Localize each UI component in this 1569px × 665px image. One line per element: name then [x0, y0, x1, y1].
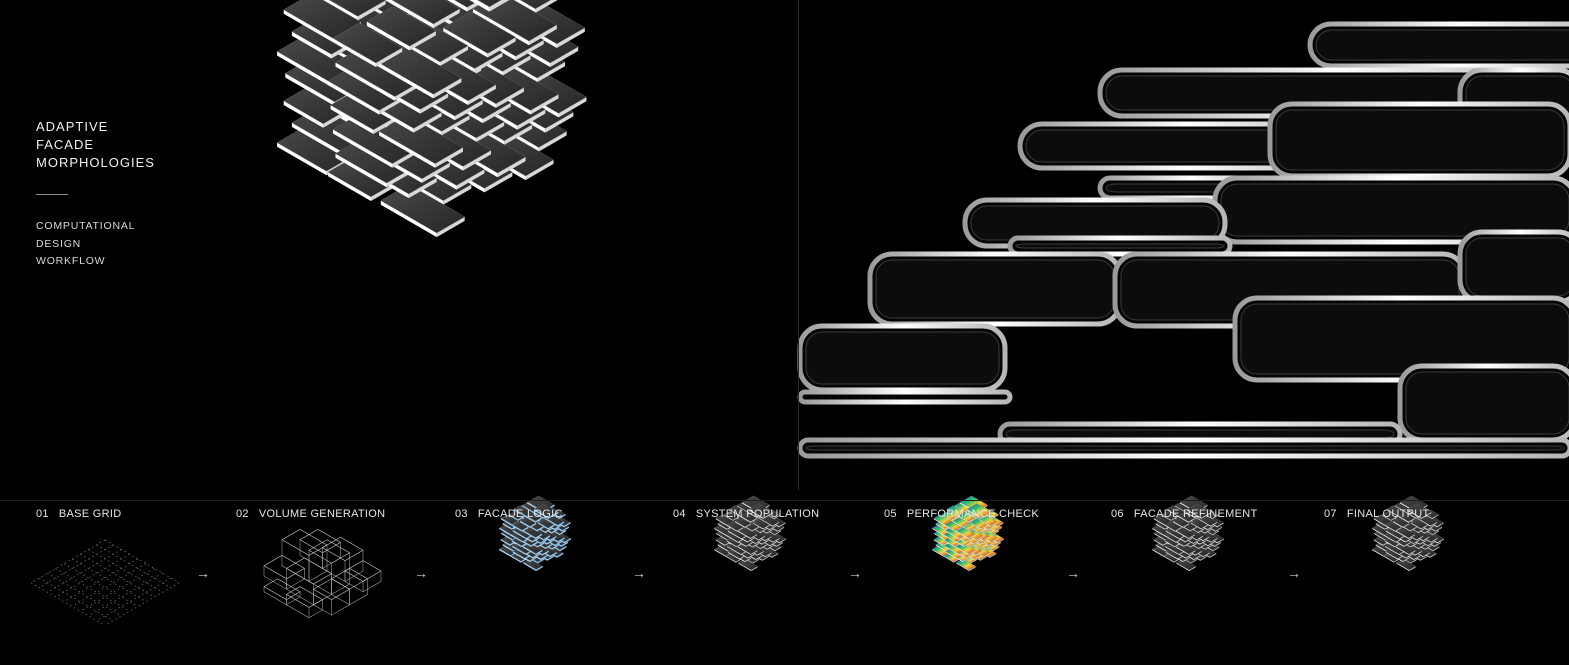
slab-recess	[805, 445, 1565, 451]
performance-heatmap-icon	[932, 495, 1005, 571]
step-name: BASE GRID	[58, 508, 122, 520]
facade-refinement-icon	[1152, 495, 1225, 571]
slab-recess	[970, 205, 1220, 241]
step-label-final-output: 07 FINAL OUTPUT	[1324, 508, 1430, 520]
step-number: 06	[1111, 508, 1124, 520]
step-number: 04	[673, 508, 686, 520]
arrow-icon: →	[1066, 565, 1080, 581]
step-name: PERFORMANCE CHECK	[906, 508, 1040, 520]
step-name: FACADE LOGIC	[477, 508, 563, 520]
slab-recess	[1315, 29, 1569, 61]
title-line: ADAPTIVE	[36, 119, 109, 134]
arrow-icon: →	[196, 565, 210, 581]
arrow-icon: →	[1287, 565, 1301, 581]
process-thumbnails	[30, 495, 1445, 626]
system-population-icon	[714, 495, 787, 571]
step-number: 03	[455, 508, 468, 520]
step-name: FINAL OUTPUT	[1346, 508, 1430, 520]
slab-recess	[805, 331, 1000, 385]
step-number: 05	[884, 508, 897, 520]
subtitle-line: WORKFLOW	[36, 255, 106, 267]
title-line: MORPHOLOGIES	[36, 155, 155, 170]
step-number: 07	[1324, 508, 1337, 520]
volume-massing-icon	[263, 529, 382, 619]
slab-recess	[1220, 183, 1569, 237]
panel-divider	[798, 0, 799, 490]
title-line: FACADE	[36, 137, 95, 152]
step-label-facade-logic: 03 FACADE LOGIC	[455, 508, 563, 520]
step-number: 01	[36, 508, 49, 520]
step-label-performance-check: 05 PERFORMANCE CHECK	[884, 508, 1039, 520]
slab-recess	[1015, 243, 1225, 249]
extruded-slab-closeup-render	[797, 0, 1569, 490]
slab-recess	[1405, 371, 1569, 435]
arrow-icon: →	[848, 565, 862, 581]
diagram-title: ADAPTIVE FACADE MORPHOLOGIES	[36, 118, 155, 172]
title-divider	[36, 194, 68, 195]
final-output-icon	[1372, 495, 1445, 571]
extruded-slab	[797, 389, 1013, 405]
slab-recess	[1275, 109, 1565, 171]
arrow-icon: →	[632, 565, 646, 581]
step-label-system-population: 04 SYSTEM POPULATION	[673, 508, 819, 520]
facade-logic-icon	[499, 495, 572, 571]
grid-wireframe-icon	[30, 539, 180, 626]
step-label-facade-refinement: 06 FACADE REFINEMENT	[1111, 508, 1258, 520]
slab-recess	[875, 259, 1115, 319]
step-number: 02	[236, 508, 249, 520]
slab-recess	[1465, 237, 1569, 297]
subtitle-line: DESIGN	[36, 237, 82, 250]
step-name: SYSTEM POPULATION	[695, 508, 820, 520]
arrow-icon: →	[414, 565, 428, 581]
diagram-subtitle: COMPUTATIONAL DESIGN WORKFLOW	[36, 218, 135, 271]
process-strip-divider	[0, 500, 1569, 501]
subtitle-line: COMPUTATIONAL	[36, 220, 136, 232]
step-label-base-grid: 01 BASE GRID	[36, 508, 121, 520]
step-label-volume-generation: 02 VOLUME GENERATION	[236, 508, 385, 520]
slab-recess	[1005, 429, 1395, 439]
step-name: VOLUME GENERATION	[258, 508, 386, 520]
step-name: FACADE REFINEMENT	[1133, 508, 1258, 520]
stacked-slab-massing-render	[276, 0, 587, 238]
